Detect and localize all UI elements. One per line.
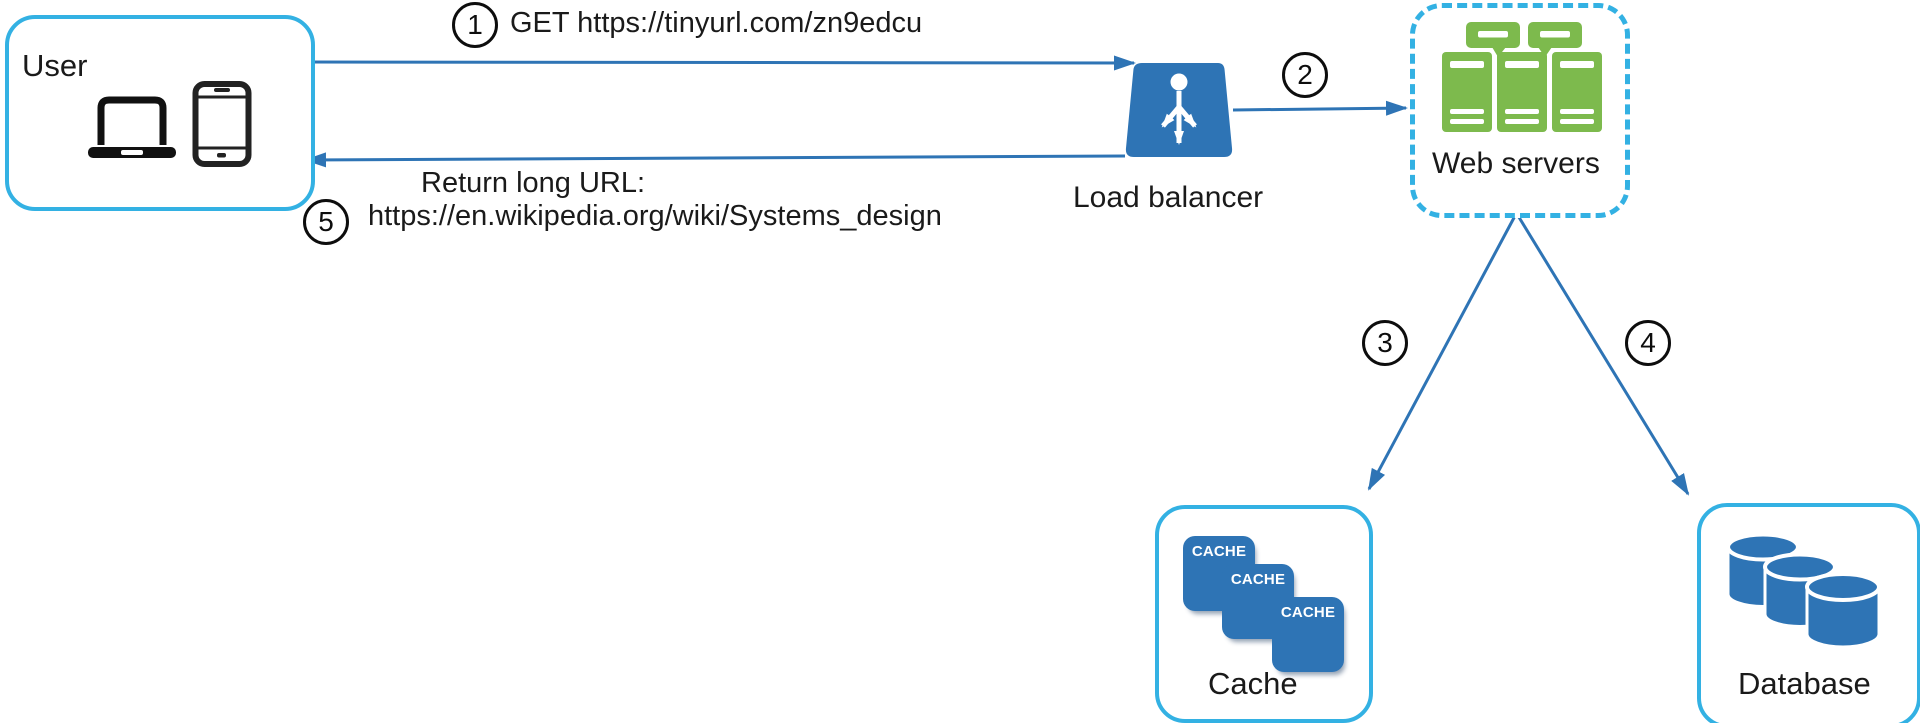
load-balancer-label: Load balancer bbox=[1073, 181, 1264, 214]
step-4-badge: 4 bbox=[1625, 320, 1671, 366]
step-3-badge: 3 bbox=[1362, 320, 1408, 366]
step-2-badge: 2 bbox=[1282, 52, 1328, 98]
step-5-badge: 5 bbox=[303, 199, 349, 245]
cache-chip: CACHE bbox=[1272, 597, 1344, 672]
arrow-step-5 bbox=[304, 152, 1126, 168]
laptop-icon bbox=[88, 96, 176, 158]
server-rack-icon bbox=[1442, 22, 1602, 132]
cache-label: Cache bbox=[1208, 666, 1298, 701]
database-cylinders-icon bbox=[1726, 532, 1881, 649]
web-servers-label: Web servers bbox=[1432, 147, 1600, 180]
database-label: Database bbox=[1738, 666, 1871, 701]
smartphone-icon bbox=[192, 81, 252, 167]
step-1-badge: 1 bbox=[452, 2, 498, 48]
load-balancer-icon bbox=[1125, 63, 1233, 157]
user-label: User bbox=[22, 48, 88, 83]
arrow-step-2 bbox=[1232, 100, 1408, 116]
step-1-label: GET https://tinyurl.com/zn9edcu bbox=[510, 7, 923, 39]
step-5-label-line2: https://en.wikipedia.org/wiki/Systems_de… bbox=[368, 200, 942, 232]
step-5-label-line1: Return long URL: bbox=[421, 167, 646, 199]
arrow-step-1 bbox=[306, 55, 1136, 71]
